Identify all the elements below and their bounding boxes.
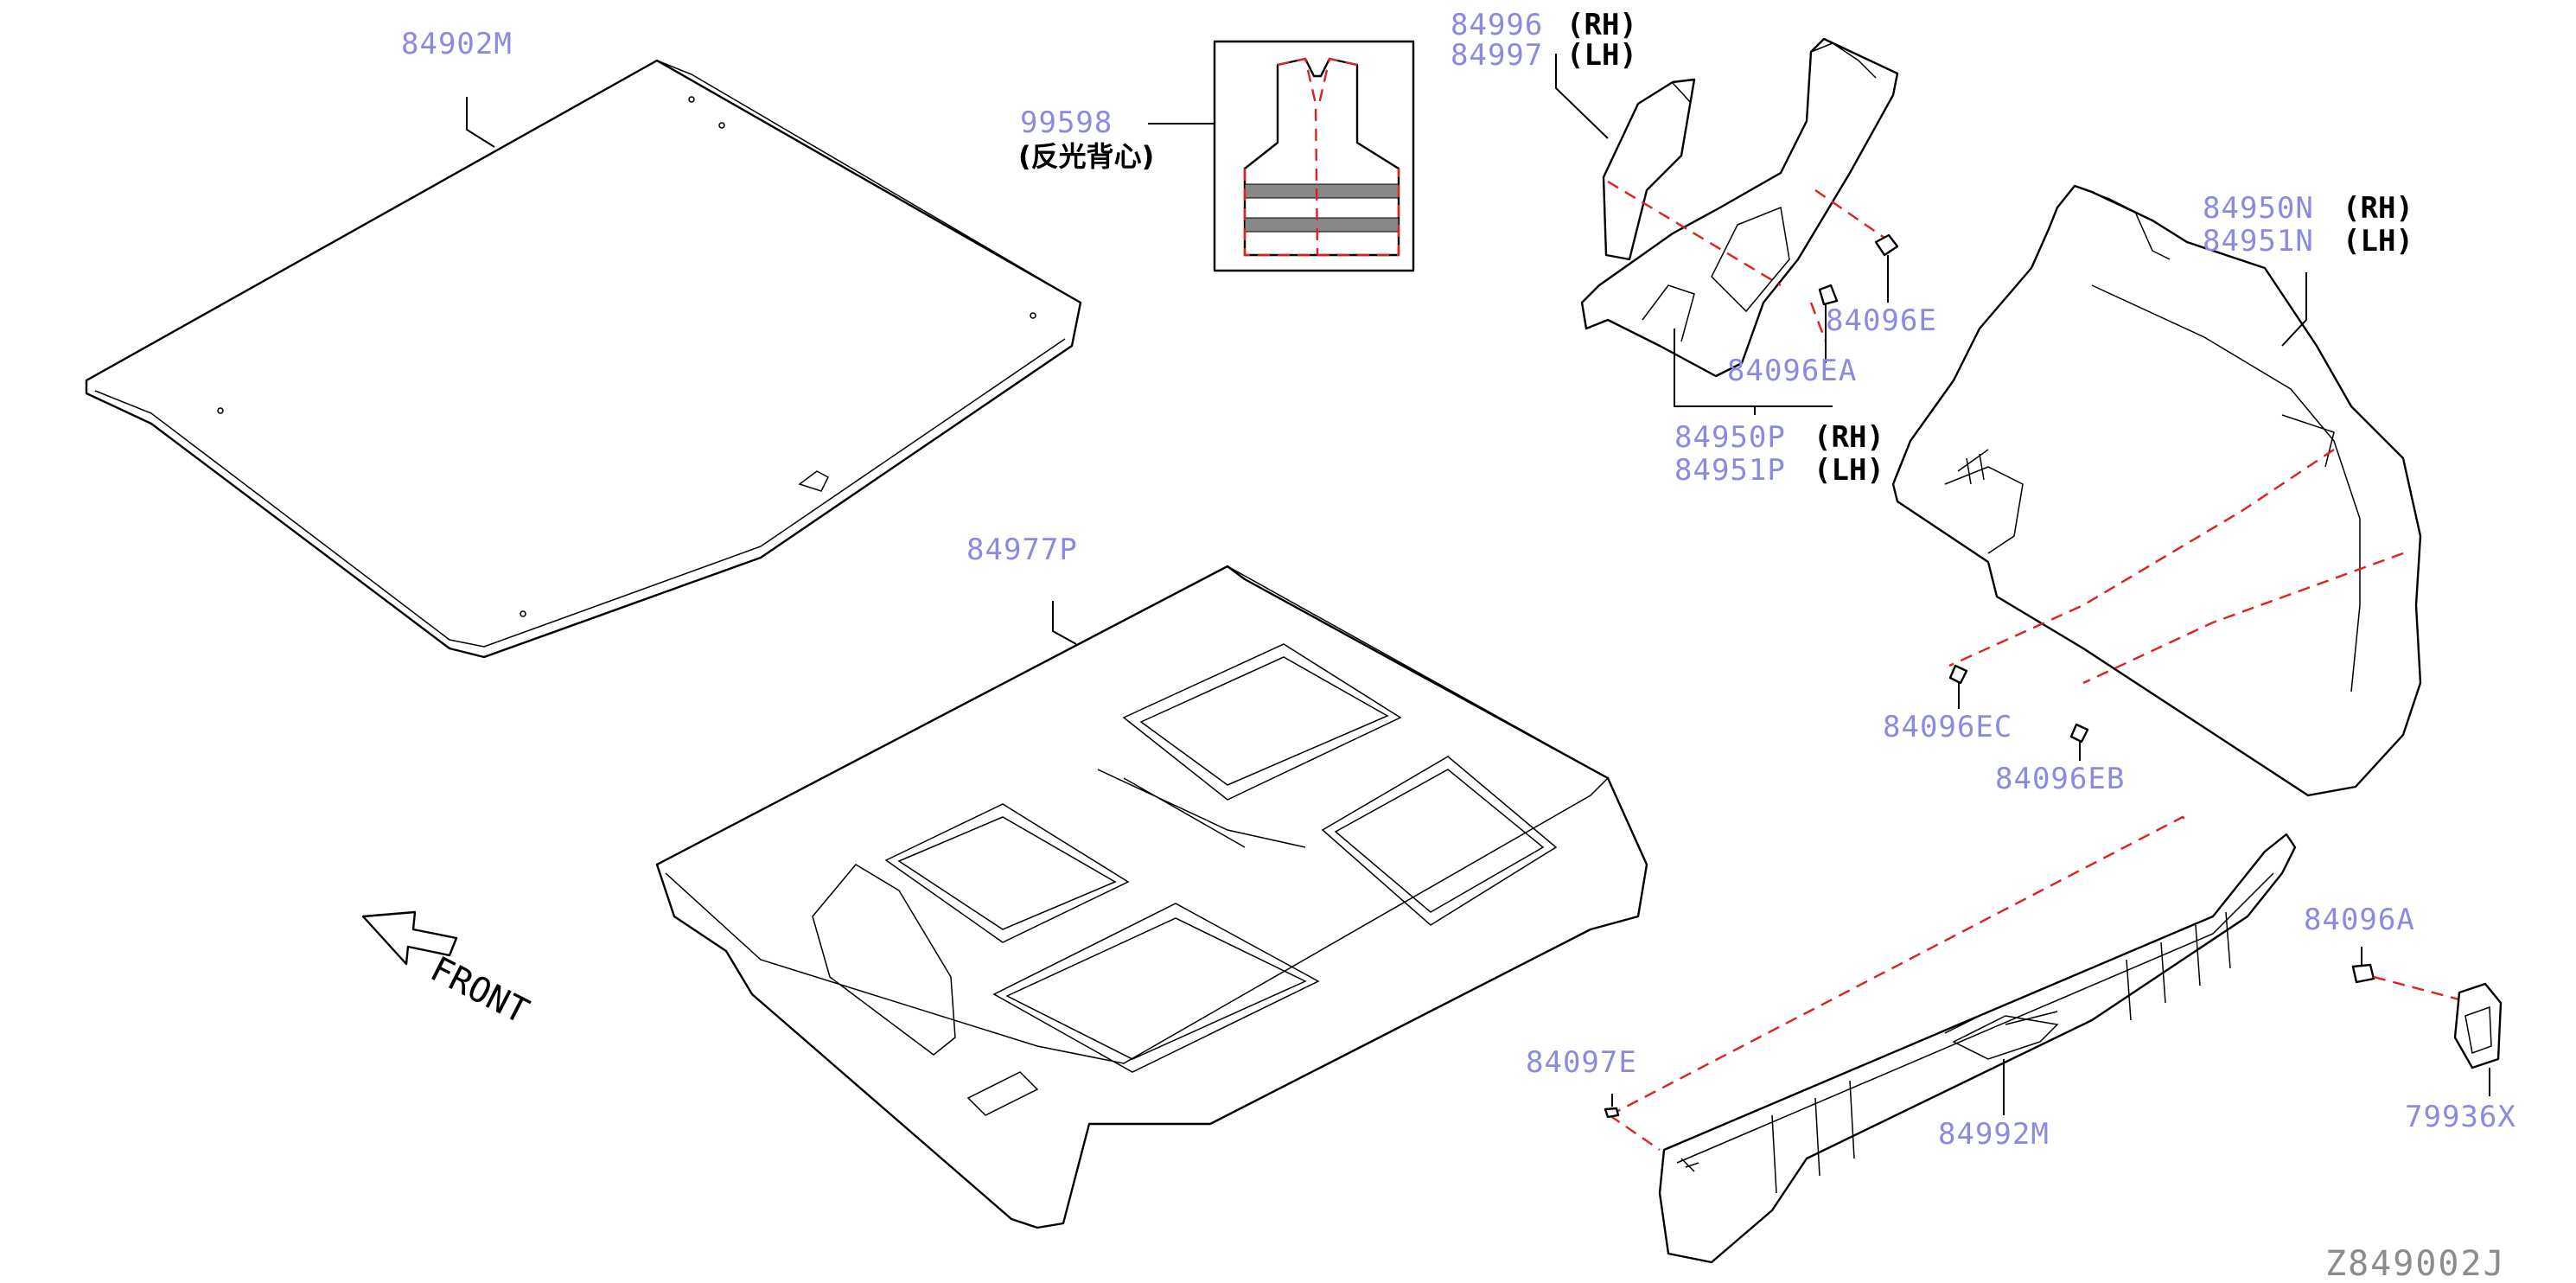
front-arrow [361,910,458,966]
rear-plate-84992M [1658,833,2297,1264]
screw-84097E [1604,1094,1620,1119]
finisher-84996 [1555,54,1696,261]
tray-84977P [655,565,1648,1229]
clip-84096EC [1948,664,1968,709]
side-trim-84950N [1891,184,2422,797]
label-84950N: 84950N [2203,191,2314,226]
label-84997: 84997 [1451,38,1543,73]
dash-clip-eb [2082,552,2404,685]
dash-clip-e [1814,189,1885,239]
clip-84096EB [2069,723,2089,761]
label-84951N: 84951N [2203,224,2314,259]
dash-hook [2373,975,2473,1005]
upper-trim-84950P [1580,37,1899,415]
label-84096EA: 84096EA [1727,354,1857,388]
label-84950P-side: (RH) [1814,420,1884,455]
label-84096A: 84096A [2304,903,2415,937]
vest-99598 [1148,40,1415,272]
dash-finisher [1607,180,1782,287]
label-84992M: 84992M [1938,1117,2050,1152]
diagram-code: Z849002J [2325,1244,2506,1283]
dash-rear-plate [1609,815,2188,1117]
label-84996-side: (RH) [1566,8,1637,42]
label-84996: 84996 [1451,8,1543,42]
label-84950N-side: (RH) [2343,191,2413,226]
clip-84096EA [1818,284,1839,363]
dash-clip-ea [1809,302,1827,342]
label-84951N-side: (LH) [2343,224,2413,259]
bolt-84096A [2351,947,2375,984]
label-84997-side: (LH) [1566,38,1637,73]
label-84950P: 84950P [1674,420,1786,455]
label-84902M: 84902M [401,27,513,61]
label-84097E: 84097E [1526,1045,1637,1080]
label-99598: 99598 [1020,105,1113,140]
clip-84096E [1874,233,1899,303]
label-84096EB: 84096EB [1995,762,2125,796]
label-79936X: 79936X [2405,1100,2516,1134]
label-84951P-side: (LH) [1814,453,1884,488]
trunk-board-84902M [85,59,1082,659]
label-84096E: 84096E [1826,303,1937,338]
hook-79936X [2453,982,2503,1096]
dash-clip-ec [1948,449,2335,667]
dash-rear-plate-lower [1609,1114,1661,1151]
front-label: FRONT [424,949,534,1032]
label-84977P: 84977P [966,533,1078,567]
label-84096EC: 84096EC [1883,710,2012,744]
label-84951P: 84951P [1674,453,1786,488]
label-99598-note: (反光背心) [1018,140,1154,173]
labels: 84902M 99598 (反光背心) 84996 (RH) 84997 (LH… [401,8,2516,1283]
